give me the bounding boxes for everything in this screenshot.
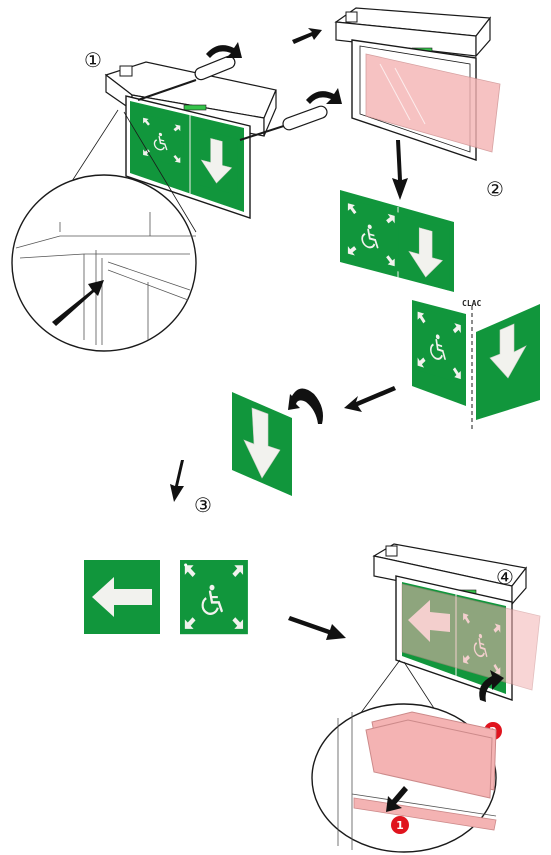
down-arrow-icon [392, 140, 408, 200]
removed-sign [340, 190, 454, 292]
step4-label: ④ [496, 565, 514, 589]
step2-label: ② [486, 177, 504, 201]
rotate-arrow-icon [479, 670, 504, 702]
clac-label: CLAC [462, 299, 481, 308]
down-arrow-piece [232, 388, 323, 496]
arrow-icon [292, 28, 322, 44]
screwdriver-icon [239, 105, 328, 141]
step4-luminaire: ④ 2 [372, 543, 541, 740]
left-arrow-icon [92, 577, 152, 617]
step4-detail-circle: 1 [311, 659, 497, 853]
svg-text:●: ● [184, 562, 188, 567]
pointer-arrow-icon [386, 786, 408, 812]
arrow-icon [344, 386, 396, 412]
step1-label: ① [84, 48, 102, 72]
step1-luminaire: ① [84, 42, 342, 219]
pointer-arrow-icon [52, 280, 104, 326]
assembly-sign: ● [180, 560, 248, 634]
down-arrow-icon [170, 460, 184, 502]
step1-detail-circle [11, 109, 197, 352]
step2-luminaire: ② [292, 7, 504, 201]
rotate-arrow-icon [306, 88, 342, 104]
split-sign: CLAC [412, 299, 540, 430]
badge-1 [391, 816, 409, 834]
step3-label: ③ [194, 493, 212, 517]
led-indicator [183, 104, 207, 111]
mount-bracket [119, 65, 133, 77]
rotate-arrow-icon [288, 388, 323, 424]
transparent-panel [401, 583, 541, 691]
arrow-icon [288, 616, 346, 640]
badge-1-label: 1 [396, 819, 404, 832]
transparent-panel [365, 53, 501, 153]
screwdriver-icon [137, 55, 236, 101]
left-arrow-sign [84, 560, 160, 634]
rotate-arrow-icon [206, 42, 242, 58]
